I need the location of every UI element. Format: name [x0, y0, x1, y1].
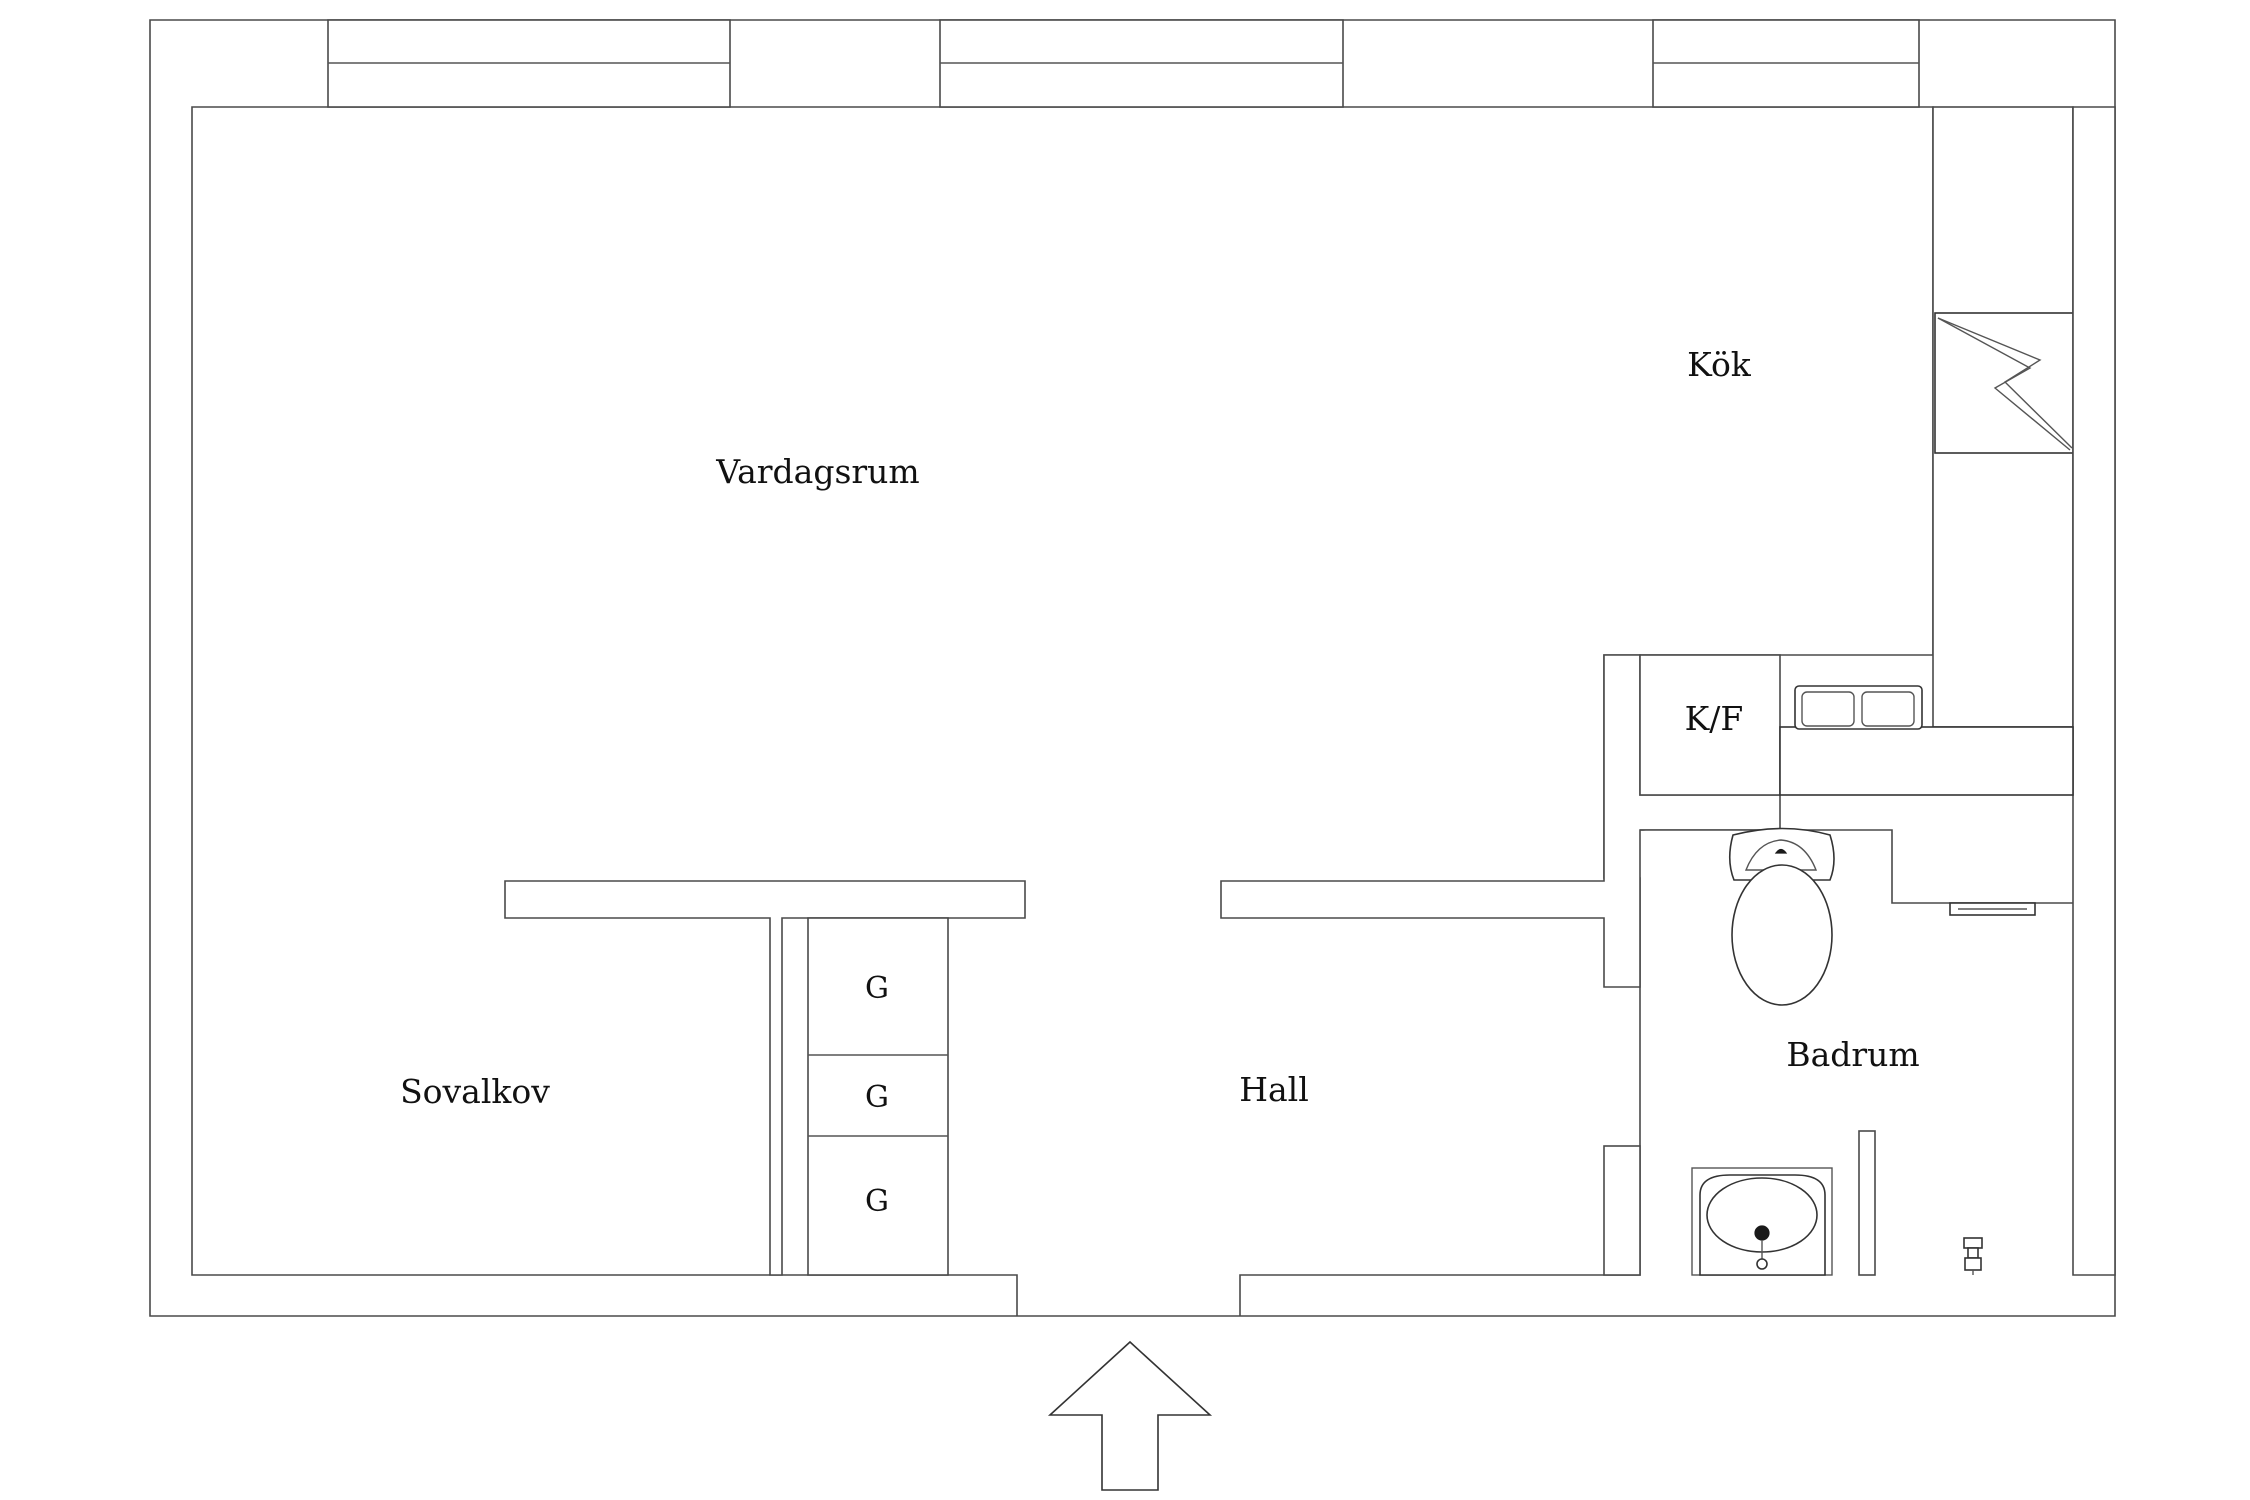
room-label-vardagsrum: Vardagsrum [715, 452, 919, 491]
windows [327, 19, 1920, 108]
room-label-kf: K/F [1685, 699, 1744, 738]
outer-walls [149, 19, 2116, 1317]
entrance-arrow-icon [1047, 1340, 1213, 1491]
interior-walls [504, 106, 2116, 1276]
shower-valve-icon [1963, 1237, 1983, 1275]
room-label-badrum: Badrum [1786, 1035, 1919, 1074]
washbasin-icon [1691, 1167, 1833, 1276]
closet-label: G [865, 971, 889, 1006]
closet-label: G [865, 1080, 889, 1115]
room-label-hall: Hall [1239, 1070, 1309, 1109]
kitchen-sink-icon [1794, 685, 1923, 730]
room-label-sovalkov: Sovalkov [400, 1072, 550, 1111]
floor-drain-icon [1949, 902, 2036, 916]
stove-icon [1934, 312, 2074, 454]
closet-label: G [865, 1184, 889, 1219]
toilet-icon [1728, 827, 1835, 1006]
room-label-kok: Kök [1687, 345, 1752, 384]
